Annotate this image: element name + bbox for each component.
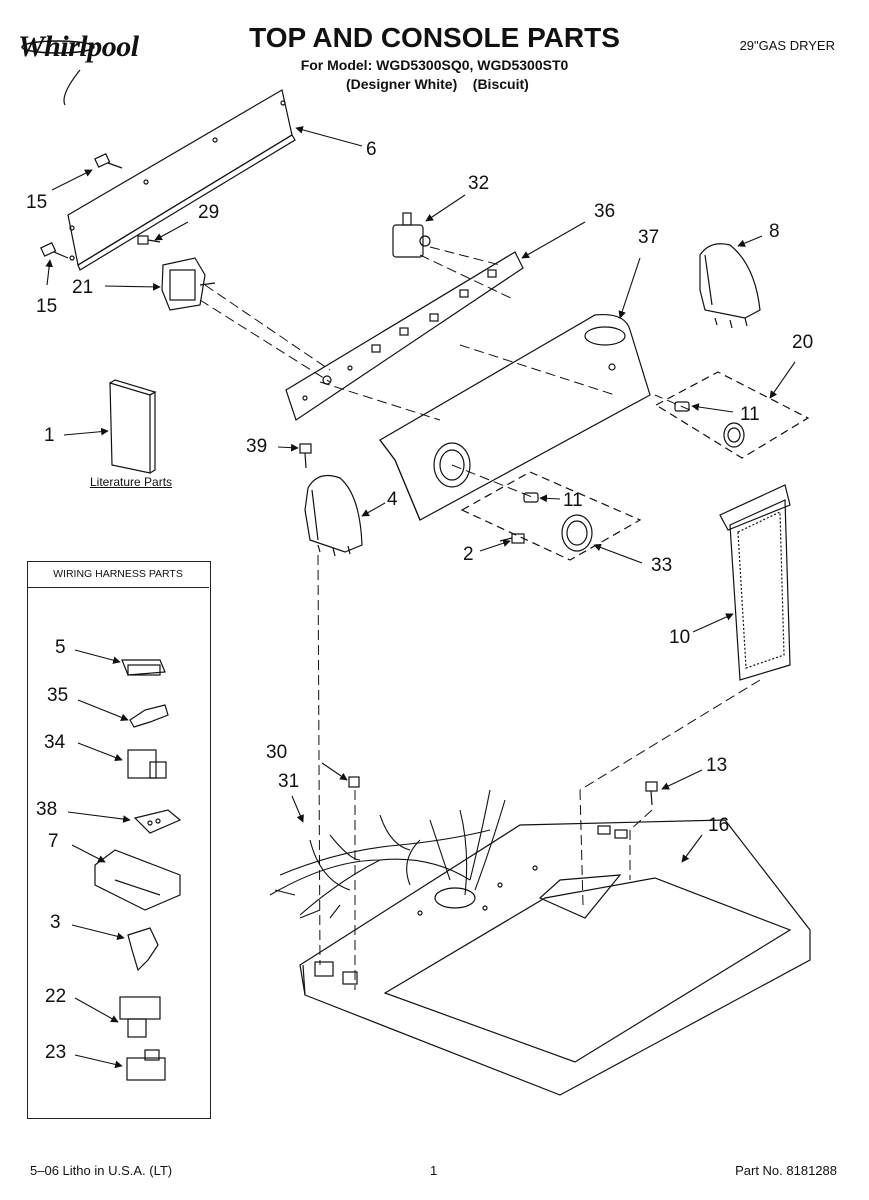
callout-wiring-3: 3: [50, 912, 61, 933]
wiring-harness-box: [27, 561, 211, 1119]
literature-parts-label: Literature Parts: [90, 475, 173, 489]
callout-wiring-5: 5: [55, 637, 66, 658]
callout-4: 4: [387, 489, 398, 510]
callout-32: 32: [468, 173, 490, 194]
wiring-part-23-connector: [126, 1049, 166, 1081]
part-6-rear-panel: [67, 89, 296, 271]
assembly-guide-lines: [199, 246, 761, 990]
callout-33: 33: [651, 555, 673, 576]
footer-page-number: 1: [430, 1163, 438, 1178]
callout-15-top: 15: [26, 192, 48, 213]
callout-wiring-22: 22: [45, 986, 67, 1007]
part-8-end-cap: [699, 243, 761, 329]
part-20-knob-kit: [654, 371, 810, 459]
callout-wiring-23: 23: [45, 1042, 67, 1063]
callout-29: 29: [198, 202, 220, 223]
callout-11-right: 11: [740, 404, 760, 425]
callout-wiring-34: 34: [44, 732, 66, 753]
product-type: 29"GAS DRYER: [739, 38, 835, 53]
part-10-lint-screen: [719, 484, 791, 681]
callout-6: 6: [366, 139, 377, 160]
callout-8: 8: [769, 221, 780, 242]
callout-1: 1: [44, 425, 55, 446]
part-32-switch: [392, 212, 431, 258]
callout-11-center: 11: [563, 490, 583, 511]
callout-13: 13: [706, 755, 728, 776]
wiring-part-7-block: [94, 849, 181, 911]
callout-36: 36: [594, 201, 616, 222]
callout-37: 37: [638, 227, 660, 248]
page-title: TOP AND CONSOLE PARTS: [249, 22, 620, 53]
callout-30: 30: [266, 742, 288, 763]
part-37-console: [379, 313, 651, 521]
part-15-screw-top: [94, 153, 123, 169]
part-2-screw: [499, 533, 525, 544]
part-13-screw: [645, 781, 658, 806]
callout-2: 2: [463, 544, 474, 565]
wiring-leaders: [67, 649, 131, 1069]
callout-20: 20: [792, 332, 814, 353]
wiring-part-3-clip: [127, 927, 159, 972]
wiring-part-38-connector: [133, 809, 182, 834]
model-line: For Model: WGD5300SQ0, WGD5300ST0: [300, 57, 569, 73]
callout-leaders: [45, 126, 796, 863]
color-line: (Designer White) (Biscuit): [346, 76, 529, 92]
callout-wiring-38: 38: [36, 799, 58, 820]
wiring-part-35-terminal: [129, 704, 169, 728]
wiring-part-5-connector: [121, 659, 166, 676]
part-1-literature-book: [109, 379, 157, 474]
wiring-part-34-connector: [127, 749, 167, 779]
callout-wiring-35: 35: [47, 685, 69, 706]
part-36-control-bracket: [285, 251, 524, 421]
callout-39: 39: [246, 436, 268, 457]
callout-16: 16: [708, 815, 730, 836]
part-31-wire-harness: [269, 789, 506, 919]
callout-31: 31: [278, 771, 300, 792]
callout-wiring-7: 7: [48, 831, 59, 852]
part-4-end-cap: [304, 475, 363, 557]
brand-logo: Whirlpool: [18, 30, 139, 63]
part-15-screw-bottom: [40, 242, 69, 259]
callout-15-bottom: 15: [36, 296, 58, 317]
footer-part-number: Part No. 8181288: [735, 1163, 837, 1178]
part-33-knob-kit: [460, 471, 642, 561]
wiring-harness-heading: WIRING HARNESS PARTS: [27, 561, 209, 588]
part-21-switch: [161, 257, 216, 311]
part-39-screw: [299, 443, 312, 469]
part-29-screw: [137, 235, 161, 245]
footer-litho: 5–06 Litho in U.S.A. (LT): [30, 1163, 173, 1178]
wiring-part-22-housing: [119, 996, 161, 1038]
brand-logo-swoosh: [21, 40, 95, 106]
part-16-dryer-top: [299, 819, 811, 1096]
callout-21: 21: [72, 277, 94, 298]
part-30-clip: [348, 776, 360, 788]
callout-10: 10: [669, 627, 691, 648]
